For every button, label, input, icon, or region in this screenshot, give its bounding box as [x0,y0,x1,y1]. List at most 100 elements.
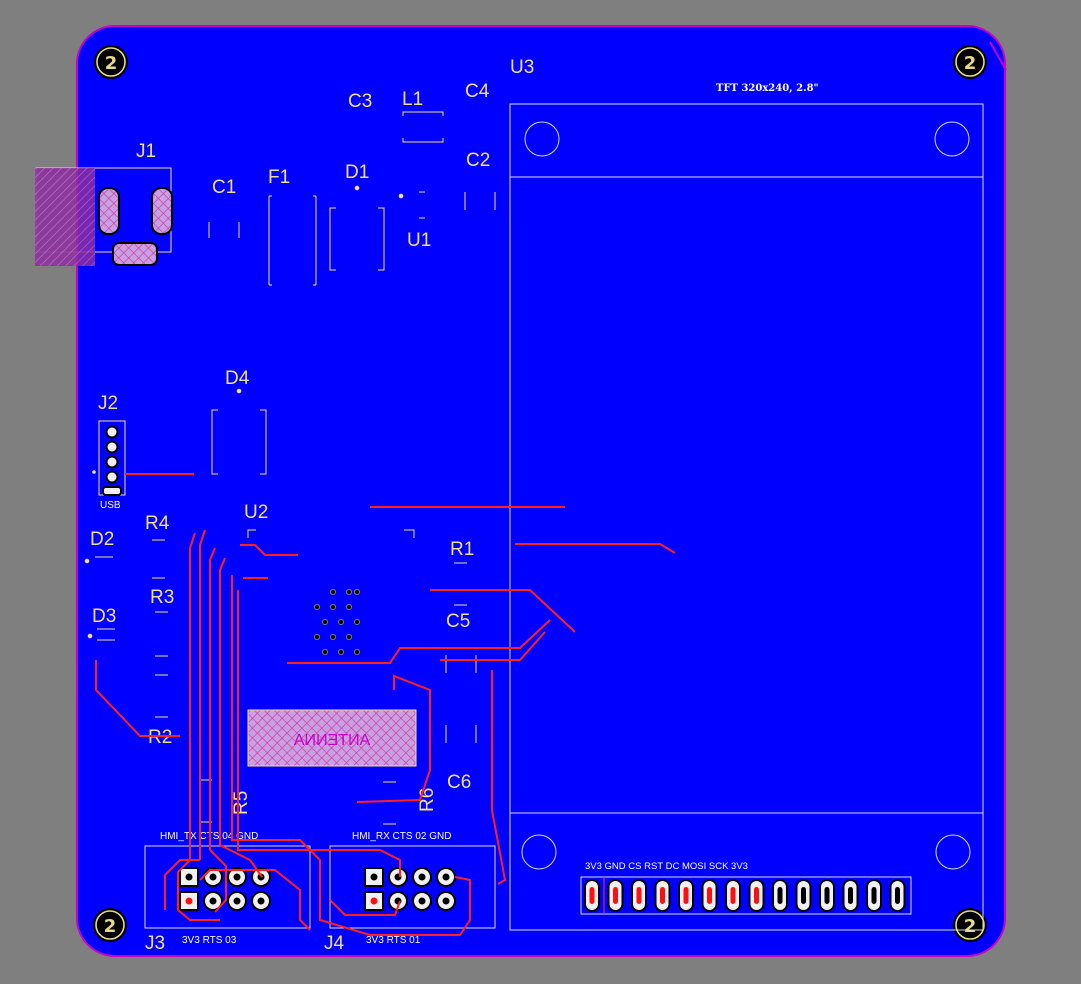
copper-trace [491,670,507,885]
label-j2: J2 [98,393,118,414]
via [329,588,337,596]
via [337,648,345,656]
label-j1: J1 [136,141,156,162]
tft-pin-drill [801,887,806,904]
c1-footprint [208,222,240,238]
header-pin-drill [418,897,426,905]
header-pin-drill [370,897,378,905]
tft-pin-drill [777,887,783,904]
j3-connector [144,845,311,929]
tft-pin-drill [895,887,900,904]
j1-connector [35,167,173,266]
tft-pin-drill [871,887,877,904]
label-c5: C5 [446,611,470,632]
label-j3: J3 [145,933,165,954]
header-pin-drill [442,873,450,881]
header-pin-drill [418,873,426,881]
r1-footprint [454,562,467,606]
j4-top-label: HMI_RX CTS 02 GND [352,831,451,842]
label-u3: U3 [510,57,534,78]
label-r5: R5 [231,791,252,815]
via [345,588,353,596]
d1-footprint [329,185,385,271]
copper-trace [237,590,401,877]
copper-trace [287,619,551,664]
copper-trace [199,869,311,931]
r2-footprint [155,674,168,718]
label-d1: D1 [345,162,369,183]
c6-footprint [445,725,477,743]
label-d3: D3 [92,606,116,627]
label-l1: L1 [402,89,423,110]
via [353,588,361,596]
copper-trace [430,589,576,633]
via [329,633,337,641]
copper-traces [95,473,676,936]
mount-hole: 2 [953,908,987,942]
u1-footprint [398,191,425,219]
r6-footprint [383,781,396,825]
r4-footprint [152,539,165,579]
copper-trace [240,544,298,556]
mount-hole-label: 2 [964,916,977,937]
via [313,633,321,641]
via [337,618,345,626]
d3-footprint [87,628,115,641]
tft-pin-drill [824,887,830,904]
usb-label: USB [100,500,121,511]
via [345,633,353,641]
copper-trace [231,575,471,936]
header-pin-drill [185,873,193,881]
j2-header [92,420,126,496]
via [353,648,361,656]
mount-hole: 2 [953,45,987,79]
label-c3: C3 [348,91,372,112]
via [321,618,329,626]
copper-trace [177,532,220,921]
via [345,603,353,611]
mount-hole: 2 [93,908,127,942]
u2-thermal-vias [313,588,361,656]
label-c6: C6 [447,772,471,793]
tft-pin-drill [589,887,595,904]
copper-trace [440,631,546,661]
copper-trace [356,674,431,803]
c2-footprint [464,192,496,210]
copper-trace [95,660,180,737]
tft-pin-drill [660,887,665,904]
board-outline [76,25,1006,957]
label-c2: C2 [466,150,490,171]
copper-trace [164,859,200,910]
label-u2: U2 [244,502,268,523]
mount-hole-label: 2 [964,53,977,74]
antenna-label: ANTENNA [293,732,370,749]
d4-footprint [211,388,267,475]
header-pin-drill [233,897,241,905]
f1-footprint [268,195,317,286]
header-pin-drill [257,897,265,905]
header-pin-drill [209,873,217,881]
tft-header [580,876,912,915]
label-f1: F1 [268,167,290,188]
copper-trace [329,899,401,916]
header-pin-drill [209,897,217,905]
label-r1: R1 [450,539,474,560]
via [321,648,329,656]
header-pin-drill [370,873,378,881]
j4-connector [329,845,496,929]
tft-pin-drill [613,887,618,904]
r3-footprint [155,611,168,657]
copper-trace [515,543,676,554]
mount-hole-label: 2 [105,53,118,74]
label-c1: C1 [212,177,236,198]
mount-hole: 2 [94,45,128,79]
label-j4: J4 [324,933,345,954]
copper-trace [209,547,227,913]
antenna-keepout [247,709,417,767]
tft-pin-drill [707,887,712,904]
u3-tft-module [509,103,984,931]
tft-pin-labels: 3V3 GND CS RST DC MOSI SCK 3V3 [585,861,748,872]
j4-bottom-label: 3V3 RTS 01 [366,935,421,946]
j3-bottom-label: 3V3 RTS 03 [182,935,237,946]
